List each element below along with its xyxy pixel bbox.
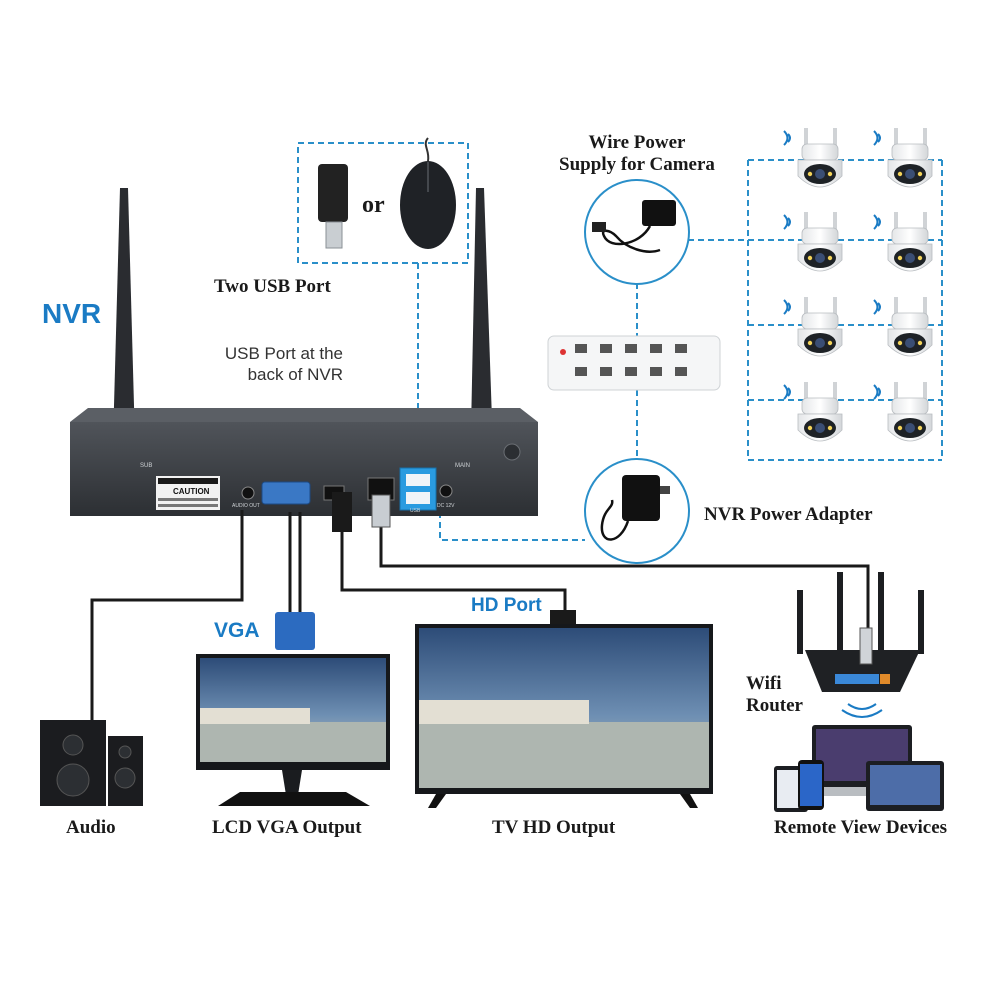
wire-power-label: Wire Power Supply for Camera [553, 132, 721, 176]
mouse-icon [400, 137, 456, 249]
nvr-power-adapter-circle [584, 458, 690, 564]
camera-power-adapter-circle [584, 179, 690, 285]
ip-cameras [783, 127, 933, 442]
nvr-sub-text: SUB [140, 463, 153, 469]
remote-devices [774, 725, 944, 812]
usb-back-line-1: USB Port at the [224, 344, 343, 363]
wifi-router-line-1: Wifi [746, 673, 782, 694]
nvr-audio-out-text: AUDIO OUT [232, 503, 260, 509]
lcd-vga-output-label: LCD VGA Output [212, 817, 362, 838]
remote-view-devices-label: Remote View Devices [774, 817, 948, 838]
nvr-main-text: MAIN [455, 463, 470, 469]
hd-tv [415, 624, 713, 808]
nvr-antenna-right [470, 188, 494, 478]
usb-drive-icon [318, 164, 348, 249]
hd-port-label: HD Port [471, 595, 542, 616]
power-strip [547, 335, 721, 391]
wire-power-line-1: Wire Power [588, 132, 686, 153]
vga-label: VGA [214, 619, 260, 642]
nvr-caution-text: CAUTION [173, 487, 210, 496]
nvr-cables [90, 510, 870, 735]
audio-label: Audio [66, 817, 116, 838]
lcd-monitor [196, 654, 390, 806]
wifi-router-label: Wifi Router [746, 673, 803, 717]
nvr-power-adapter-label: NVR Power Adapter [704, 504, 873, 525]
wifi-router [797, 572, 924, 718]
nvr-antenna-left [112, 188, 136, 478]
nvr-dc12v-text: DC 12V [437, 503, 455, 509]
hdmi-plug [332, 492, 352, 532]
speakers-icon [40, 720, 143, 806]
usb-back-label: USB Port at the back of NVR [200, 343, 343, 385]
wifi-router-line-2: Router [746, 695, 803, 716]
wire-power-line-2: Supply for Camera [559, 154, 715, 175]
two-usb-port-label: Two USB Port [214, 276, 331, 297]
lan-plug [371, 494, 391, 528]
nvr-usb-text: USB [410, 508, 421, 514]
usb-back-line-2: back of NVR [247, 365, 343, 384]
or-label: or [362, 192, 385, 218]
nvr-label: NVR [42, 298, 102, 329]
nvr-device [70, 408, 538, 516]
vga-plug [275, 612, 315, 650]
tv-hd-output-label: TV HD Output [492, 817, 616, 838]
